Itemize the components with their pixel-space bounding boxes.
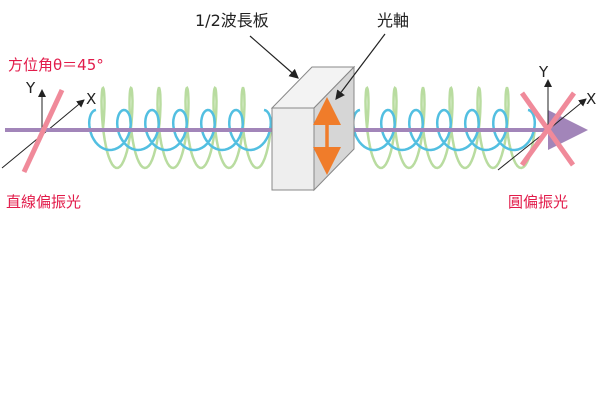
half-wave-plate xyxy=(270,65,356,192)
half-wave-plate-label: 1/2波長板 xyxy=(195,11,269,30)
left-x-axis-label: X xyxy=(86,90,96,108)
blue-wave-left xyxy=(87,108,273,152)
blue-wave-right xyxy=(351,108,537,152)
left-polarization-bar xyxy=(21,88,65,174)
linear-polarization-label: 直線偏振光 xyxy=(6,193,81,211)
right-x-axis-label: X xyxy=(586,90,596,108)
right-y-axis-label: Y xyxy=(538,63,549,81)
left-y-axis-label: Y xyxy=(25,79,36,97)
optic-axis-pointer xyxy=(335,33,386,100)
right-polarization-bar-2 xyxy=(519,91,577,167)
azimuth-label: 方位角θ＝45° xyxy=(8,56,104,74)
plate-front-face xyxy=(271,107,315,191)
circular-polarization-label: 圓偏振光 xyxy=(508,193,568,211)
left-diagonal-axis xyxy=(1,134,43,169)
right-polarization-cross xyxy=(519,91,577,167)
half-wave-plate-pointer xyxy=(249,35,299,79)
right-x-axis xyxy=(547,98,587,131)
optic-axis-label: 光軸 xyxy=(377,11,409,30)
